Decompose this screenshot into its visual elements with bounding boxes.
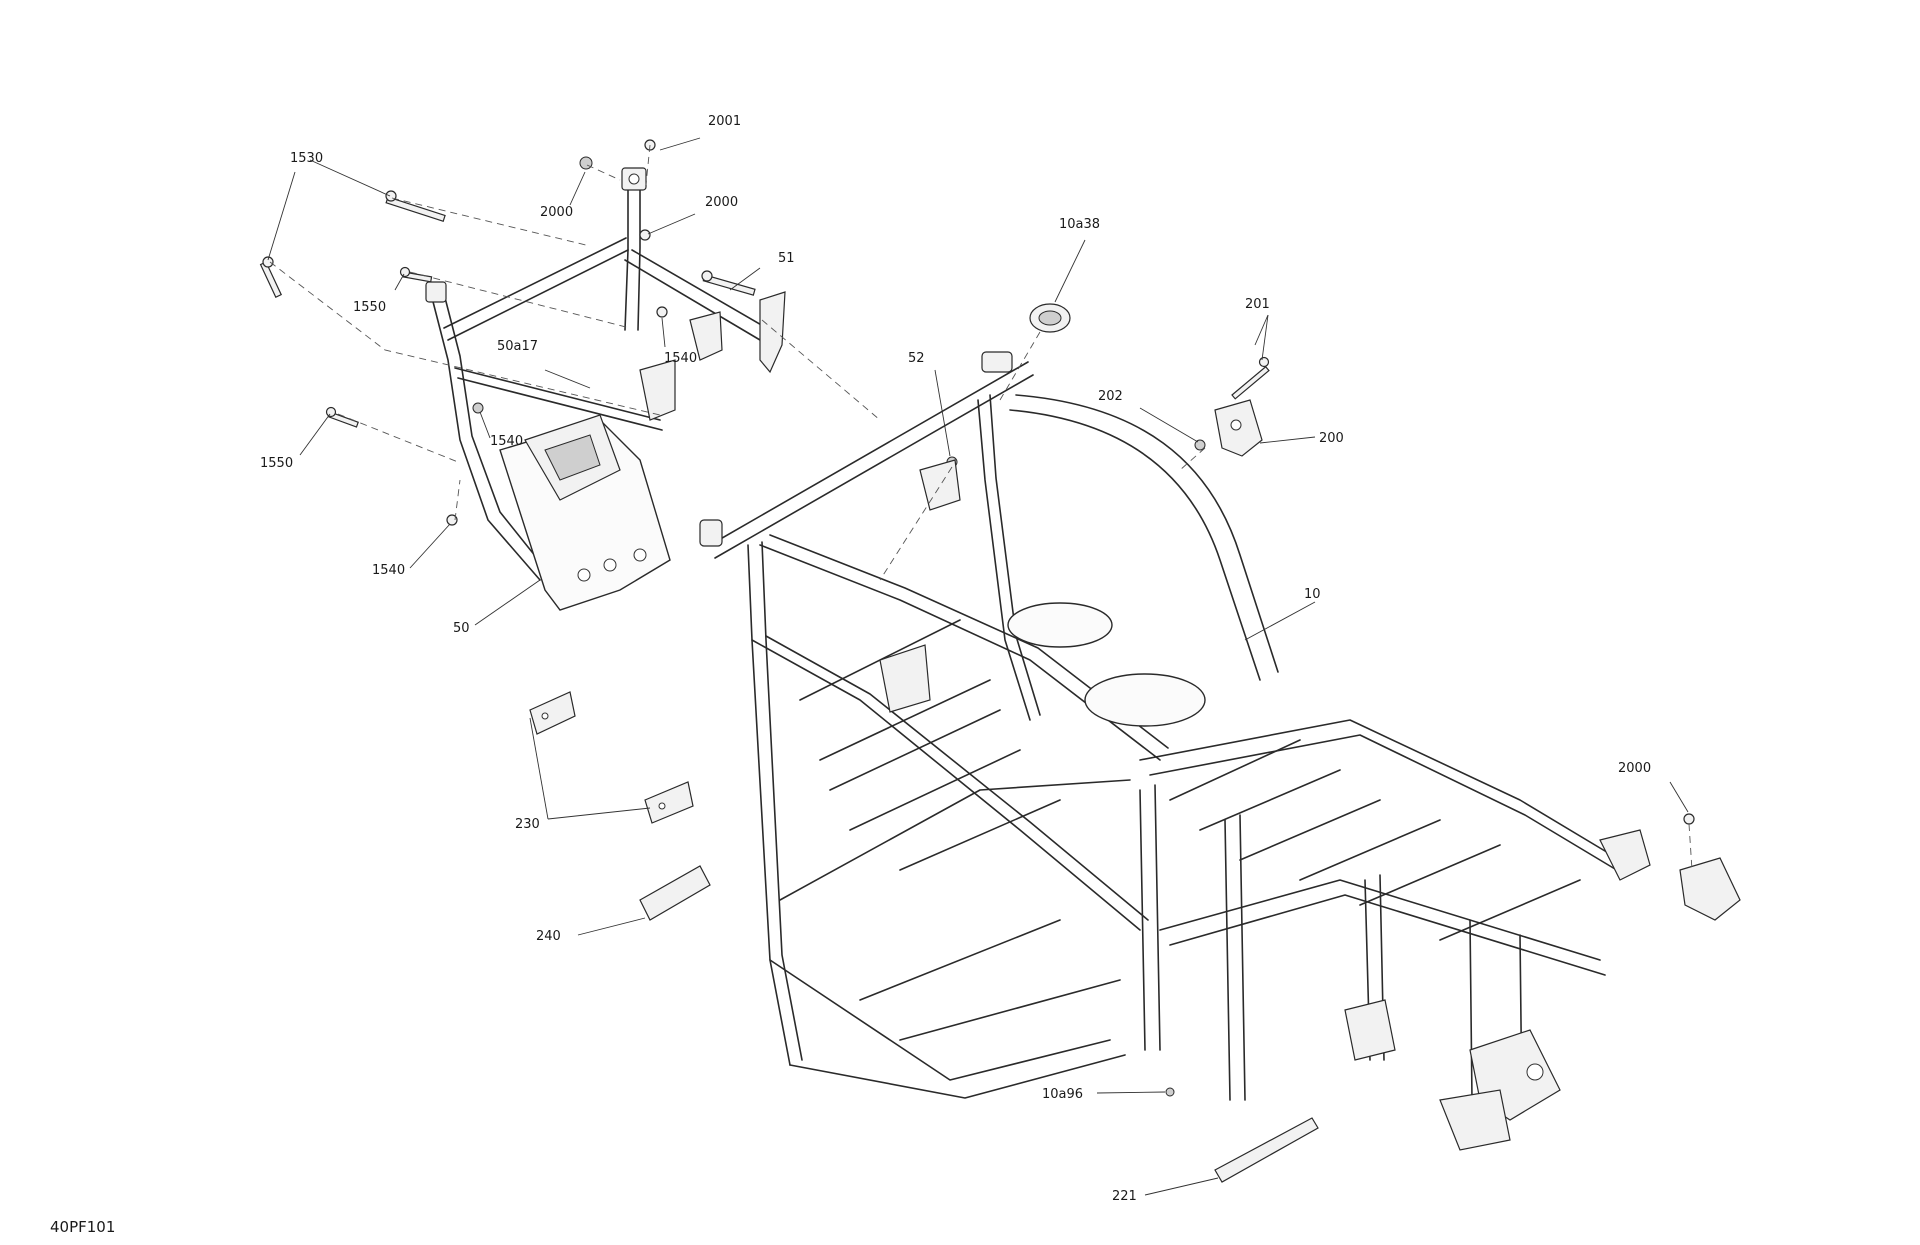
- bolt-201-icon: [1231, 356, 1270, 400]
- callout-200: 200: [1319, 431, 1344, 446]
- callout-201: 201: [1245, 297, 1270, 312]
- bracket-200-icon: [1214, 399, 1263, 457]
- protector-plate-240: [639, 865, 711, 921]
- protector-plate-230-upper: [529, 691, 576, 735]
- callout-50a17: 50a17: [497, 339, 538, 354]
- main-frame: [699, 351, 1741, 1151]
- alignment-lines: [269, 144, 1693, 871]
- protector-plate-221: [1214, 1117, 1319, 1183]
- nut-1540-upper-icon: [656, 306, 668, 318]
- callout-1550-lower: 1550: [260, 456, 293, 471]
- callout-1540-lower: 1540: [372, 563, 405, 578]
- nut-2000-b-icon: [639, 229, 651, 241]
- callout-1540-upper: 1540: [664, 351, 697, 366]
- callout-1530: 1530: [290, 151, 323, 166]
- protector-plate-230-lower: [644, 781, 694, 824]
- callout-51: 51: [778, 251, 795, 266]
- callout-10: 10: [1304, 587, 1321, 602]
- bolt-1550-lower-icon: [325, 406, 359, 428]
- callout-2000-top-left: 2000: [540, 205, 573, 220]
- plug-10a38-icon: [1029, 303, 1071, 333]
- figure-id: 40PF101: [50, 1218, 115, 1236]
- bolt-1550-upper-icon: [399, 266, 433, 283]
- callout-50: 50: [453, 621, 470, 636]
- callout-52: 52: [908, 351, 925, 366]
- callout-202: 202: [1098, 389, 1123, 404]
- bolt-1530-icon: [385, 190, 446, 223]
- nut-1540-middle-icon: [472, 402, 484, 414]
- fastener-10a96-icon: [1165, 1087, 1175, 1097]
- nut-202-icon: [1194, 439, 1206, 451]
- callout-1540-middle: 1540: [490, 434, 523, 449]
- callout-2000-right: 2000: [1618, 761, 1651, 776]
- front-guard-assembly: [425, 167, 786, 611]
- nut-2000-icon: [579, 156, 593, 170]
- callout-230: 230: [515, 817, 540, 832]
- callout-10a38: 10a38: [1059, 217, 1100, 232]
- nut-2000-right-icon: [1683, 813, 1695, 825]
- bolt-51-icon: [701, 270, 756, 296]
- callout-221: 221: [1112, 1189, 1137, 1204]
- callout-1550-upper: 1550: [353, 300, 386, 315]
- leader-lines: [267, 137, 1689, 1196]
- callout-2000-top-right: 2000: [705, 195, 738, 210]
- nut-1540-lower-icon: [446, 514, 458, 526]
- callout-10a96: 10a96: [1042, 1087, 1083, 1102]
- callout-240: 240: [536, 929, 561, 944]
- bolt-1530-lower-icon: [259, 256, 283, 298]
- callout-labels: 2001 1530 2000 2000 51 1550 1540 50a17 1…: [50, 114, 1651, 1236]
- callout-2001: 2001: [708, 114, 741, 129]
- fastener-group: [259, 139, 1695, 1097]
